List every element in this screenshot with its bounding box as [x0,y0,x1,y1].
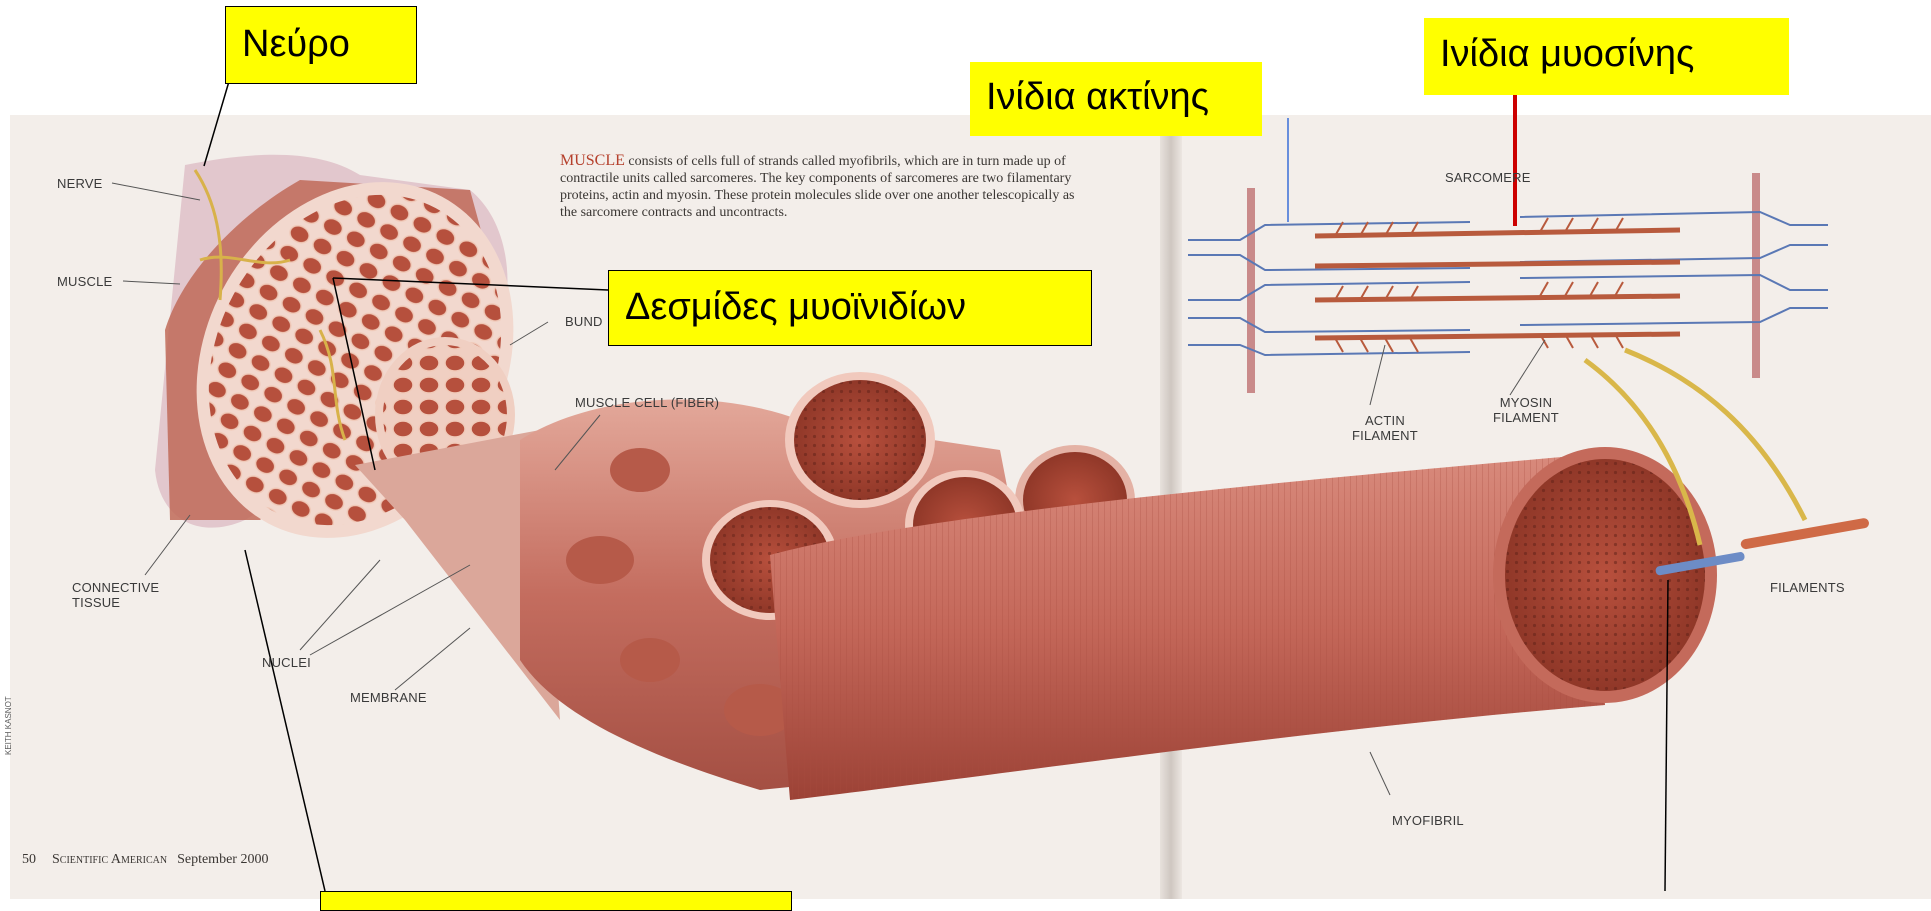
caption-heading: MUSCLE [560,152,625,169]
illustrator-credit: KEITH KASNOT [4,731,13,755]
callout-nerve: Νεύρο [225,6,417,84]
sarcomere-diagram [1188,173,1828,393]
label-muscle-cell: MUSCLE CELL (FIBER) [575,395,719,410]
label-myosin-filament: MYOSIN FILAMENT [1493,395,1559,425]
publication-name: Scientific American [52,852,167,867]
label-actin-filament: ACTIN FILAMENT [1352,413,1418,443]
label-sarcomere: SARCOMERE [1445,170,1531,185]
callout-actin-filaments: Ινίδια ακτίνης [970,62,1262,136]
issue-date: September 2000 [177,852,268,867]
callout-myofibril-bundles: Δεσμίδες μυοϊνιδίων [608,270,1092,346]
label-myofibril: MYOFIBRIL [1392,813,1464,828]
label-nerve: NERVE [57,176,103,191]
label-bundle: BUND [565,314,603,329]
label-filaments: FILAMENTS [1770,580,1845,595]
figure-caption: MUSCLE consists of cells full of strands… [560,152,1080,221]
page-footer: 50 Scientific American September 2000 [22,852,268,868]
page-number: 50 [22,852,36,867]
callout-bottom-left [320,891,792,911]
caption-body: consists of cells full of strands called… [560,154,1074,220]
callout-myosin-filaments: Ινίδια μυοσίνης [1424,18,1789,95]
label-nuclei: NUCLEI [262,655,311,670]
label-membrane: MEMBRANE [350,690,427,705]
label-muscle: MUSCLE [57,274,112,289]
label-connective-tissue: CONNECTIVE TISSUE [72,580,159,610]
